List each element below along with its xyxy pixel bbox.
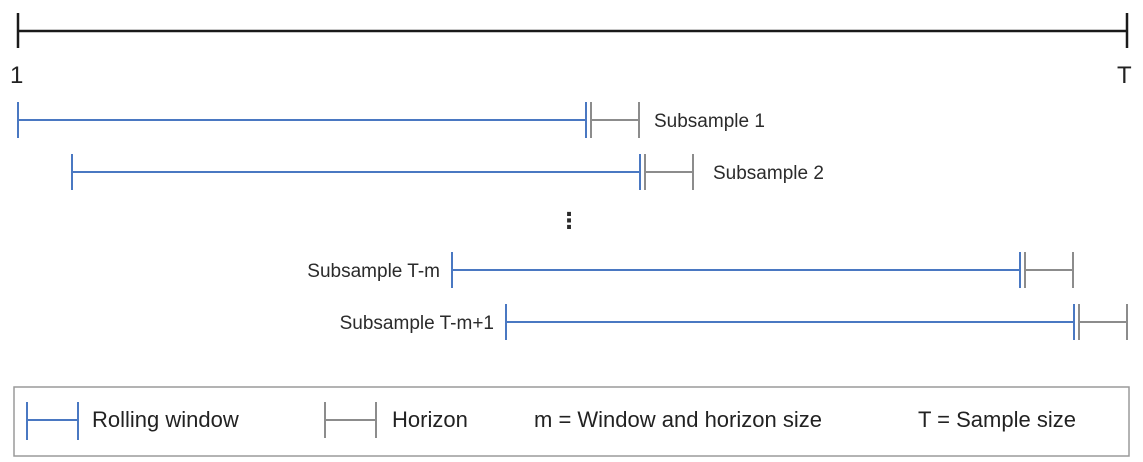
- legend: Rolling window Horizon m = Window and ho…: [13, 386, 1130, 457]
- subsample-label: Subsample T-m+1: [340, 313, 494, 334]
- legend-horizon-icon: [324, 402, 377, 438]
- subsample-row: Subsample T-m+1: [340, 304, 1128, 340]
- legend-box: [13, 386, 1130, 457]
- legend-rolling-window-label: Rolling window: [92, 407, 239, 432]
- subsample-row: Subsample 1: [17, 102, 765, 138]
- timeline: 1 T: [10, 13, 1132, 89]
- legend-rolling-window-icon: [26, 402, 79, 440]
- legend-m-definition: m = Window and horizon size: [534, 407, 822, 432]
- subsample-label: Subsample 2: [713, 163, 824, 184]
- subsample-label: Subsample 1: [654, 111, 765, 132]
- legend-T-definition: T = Sample size: [918, 407, 1076, 432]
- ellipsis: ⋮: [558, 208, 580, 233]
- subsample-rows: Subsample 1 Subsample 2 Subsample T-mSubsa…: [17, 102, 1128, 340]
- subsample-row: Subsample 2: [71, 154, 824, 190]
- timeline-start-label: 1: [10, 62, 23, 89]
- subsample-label: Subsample T-m: [307, 261, 440, 282]
- legend-horizon-label: Horizon: [392, 407, 468, 432]
- subsample-row: Subsample T-m: [307, 252, 1074, 288]
- timeline-end-label: T: [1117, 62, 1132, 89]
